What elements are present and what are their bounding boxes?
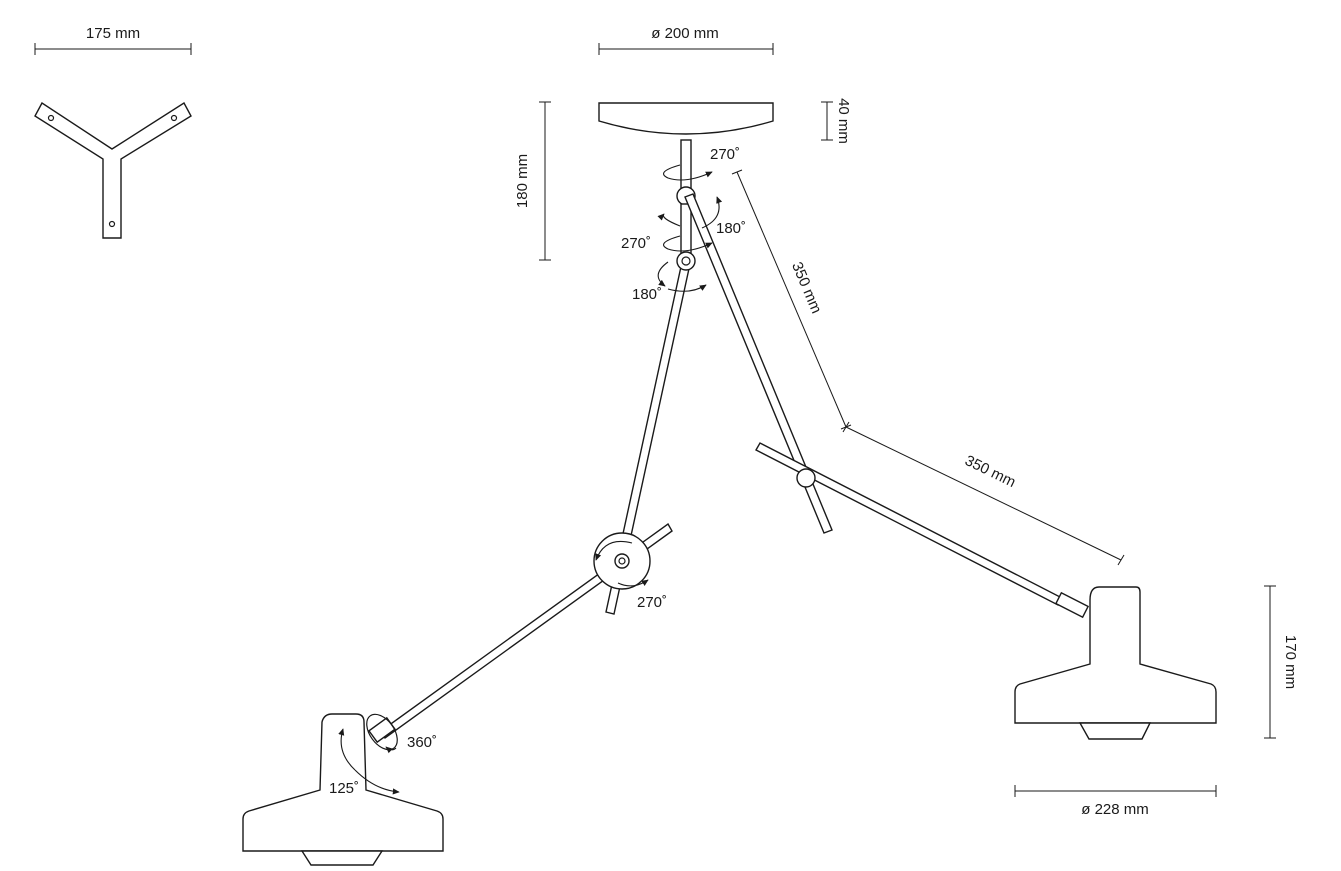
upper-height-label: 180 mm xyxy=(514,154,531,208)
shade-dimensions: 170 mm ø 228 mm xyxy=(1014,585,1299,818)
canopy-dimensions: ø 200 mm 40 mm 180 mm xyxy=(514,25,852,261)
shade-height-label: 170 mm xyxy=(1282,635,1299,689)
arm-length-dimensions: 350 mm 350 mm xyxy=(731,169,1125,566)
rotation-indicators: 270˚ 270˚ 180˚ 180˚ 270˚ 360˚ 125˚ xyxy=(329,146,746,797)
top-swivel-label: 270˚ xyxy=(710,146,740,163)
arm-length-lower-label: 350 mm xyxy=(962,452,1018,491)
shade-spin-label: 360˚ xyxy=(407,734,437,751)
joint-tilt-right-label: 180˚ xyxy=(716,220,746,237)
shade-diameter-label: ø 228 mm xyxy=(1081,801,1149,818)
mid-swivel-label: 270˚ xyxy=(621,235,651,252)
canopy-diameter-label: ø 200 mm xyxy=(651,25,719,42)
right-shade xyxy=(1014,586,1217,740)
joint-tilt-left-label: 180˚ xyxy=(632,286,662,303)
upper-joint xyxy=(676,251,696,271)
canopy-height-label: 40 mm xyxy=(835,98,852,144)
mounting-bracket: 175 mm xyxy=(34,25,192,239)
shade-tilt-label: 125˚ xyxy=(329,780,359,797)
elbow-label: 270˚ xyxy=(637,594,667,611)
right-arm xyxy=(684,193,1090,619)
bracket-width-label: 175 mm xyxy=(86,25,140,42)
lamp-canopy xyxy=(598,102,774,255)
left-arm xyxy=(368,261,691,744)
left-shade xyxy=(242,713,444,866)
arm-length-upper-label: 350 mm xyxy=(788,260,825,317)
